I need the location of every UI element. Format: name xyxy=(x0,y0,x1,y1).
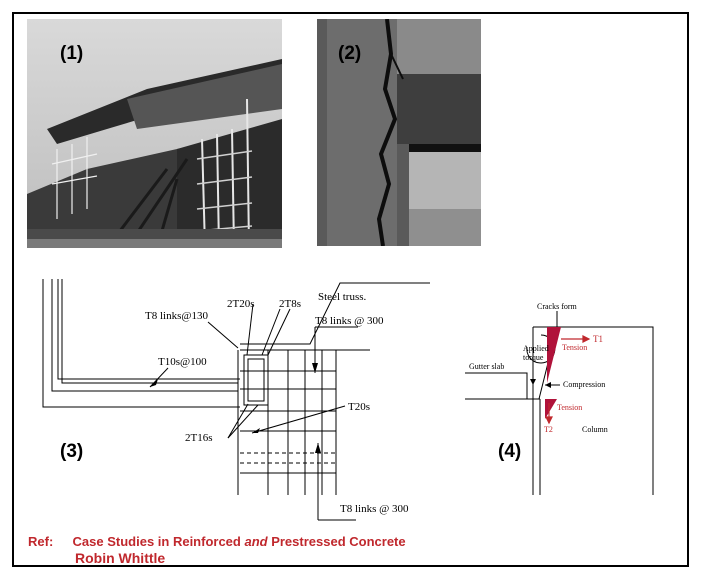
label-t2: T2 xyxy=(544,425,553,434)
reference-title-part1: Case Studies in Reinforced xyxy=(72,534,245,549)
label-tension-bottom: Tension xyxy=(557,403,582,412)
reference-prefix: Ref: xyxy=(28,534,54,549)
label-steel-truss: Steel truss. xyxy=(318,291,367,303)
label-t8-links-300-bottom: T8 links @ 300 xyxy=(340,503,409,515)
label-t1: T1 xyxy=(593,334,603,344)
label-column: Column xyxy=(582,425,608,434)
label-t8-links-130: T8 links@130 xyxy=(145,310,208,322)
label-t10s-100: T10s@100 xyxy=(158,356,207,368)
photo-cracked-column xyxy=(317,19,481,246)
label-2t8s: 2T8s xyxy=(279,298,301,310)
reference-author: Robin Whittle xyxy=(75,550,166,566)
label-t20s: T20s xyxy=(348,401,370,413)
label-2t16s: 2T16s xyxy=(185,432,213,444)
label-2t20s: 2T20s xyxy=(227,298,255,310)
reference-title-and: and xyxy=(244,534,268,549)
label-compression: Compression xyxy=(563,380,605,389)
label-t8-links-300-top: T8 links @ 300 xyxy=(315,315,384,327)
panel-label-1: (1) xyxy=(60,43,84,64)
label-gutter-slab: Gutter slab xyxy=(469,362,504,371)
photo-construction-site xyxy=(27,19,282,248)
panel-label-2: (2) xyxy=(338,43,362,64)
reference-title-part2: Prestressed Concrete xyxy=(267,534,406,549)
panel-label-4: (4) xyxy=(498,441,522,462)
panel-label-3: (3) xyxy=(60,441,84,462)
label-cracks-form: Cracks form xyxy=(537,302,578,311)
torsion-crack-diagram: Cracks form T1 Tension Applied torque Gu… xyxy=(465,302,654,495)
label-torque: torque xyxy=(523,353,544,362)
label-applied: Applied xyxy=(523,344,549,353)
reference-line: Ref: Case Studies in Reinforced and Pres… xyxy=(28,534,406,549)
label-tension-top: Tension xyxy=(562,343,587,352)
reinforcement-detail-drawing: Steel truss. T8 links@130 2T20s 2T8s T8 … xyxy=(42,279,430,521)
